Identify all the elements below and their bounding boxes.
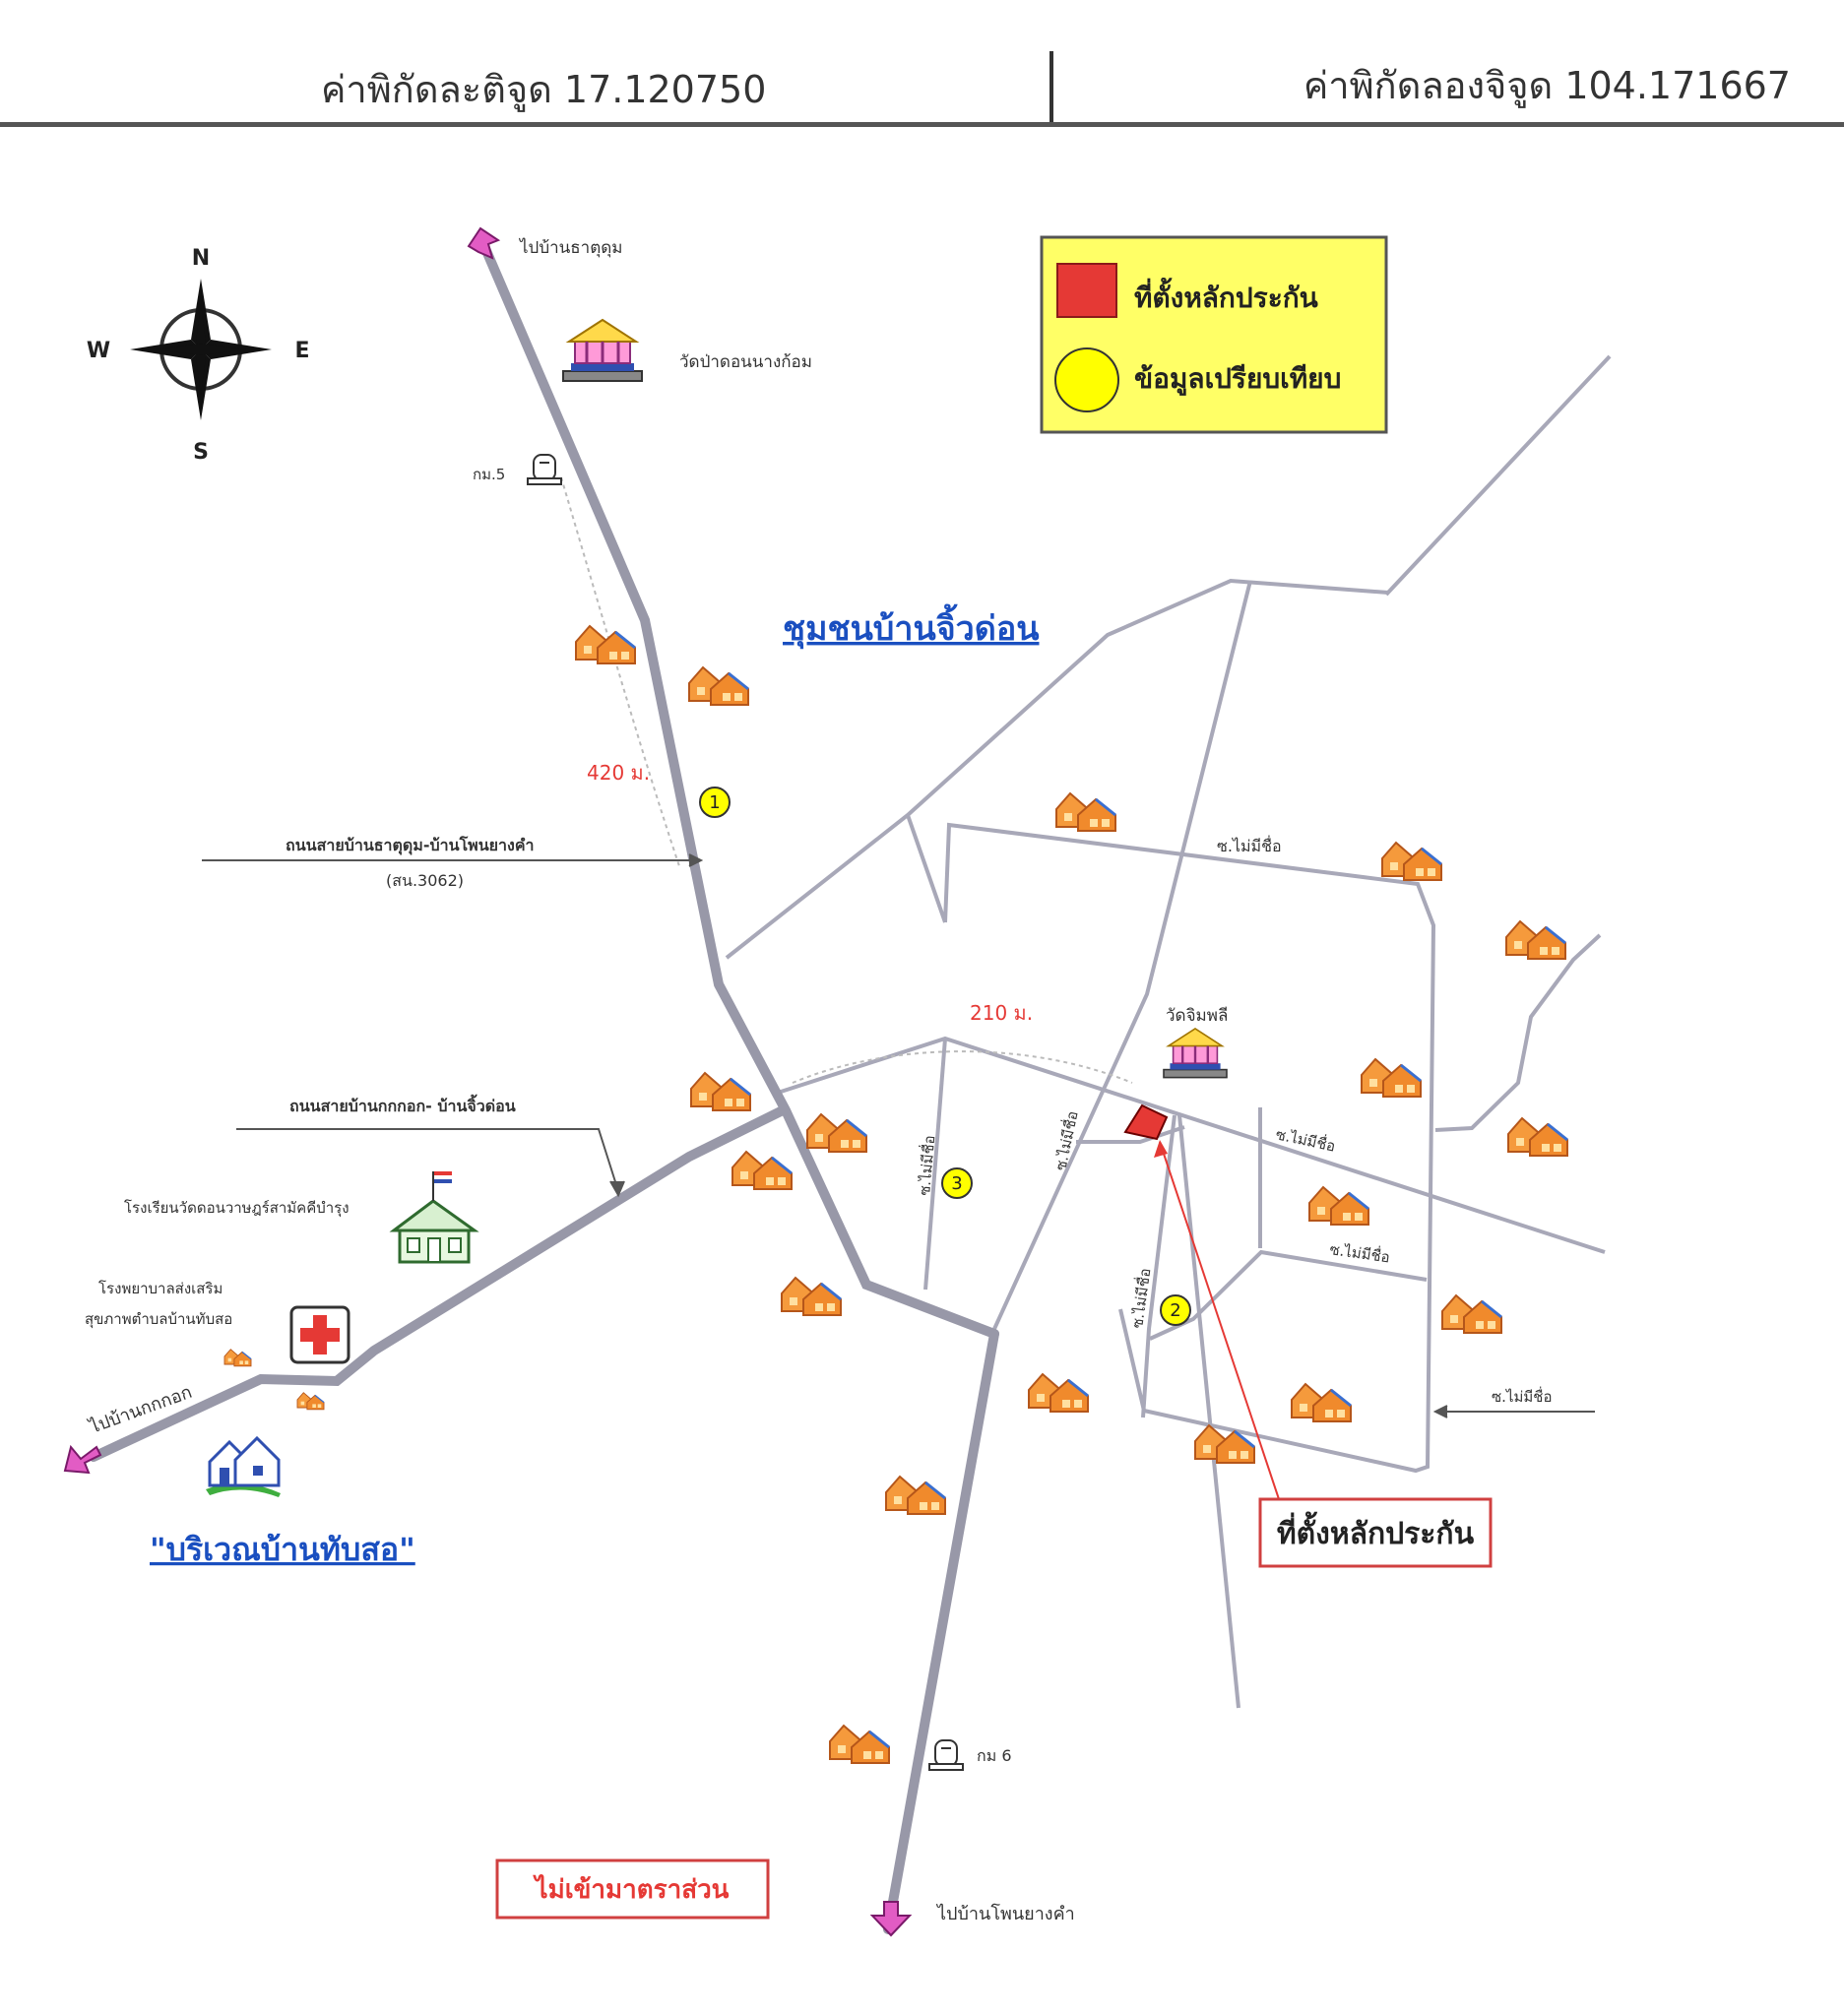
collateral-callout: ที่ตั้งหลักประกัน <box>1277 1511 1475 1551</box>
km-post-icon <box>928 1739 964 1771</box>
compass-south: S <box>193 440 209 465</box>
label-km6: กม 6 <box>977 1746 1012 1765</box>
label-dist-420: 420 ม. <box>587 761 650 785</box>
direction-arrows <box>63 226 913 1937</box>
west-arrow-icon <box>63 1444 102 1475</box>
hospital-icon <box>289 1305 350 1364</box>
label-school: โรงเรียนวัดดอนวาษฎร์สามัคคีบำรุง <box>124 1199 350 1218</box>
comparison-label-2: 2 <box>1170 1300 1180 1321</box>
label-road-main: ถนนสายบ้านธาตุดุม-บ้านโพนยางคำ <box>286 835 535 855</box>
compass-rose-icon: N S E W <box>87 246 310 465</box>
not-to-scale-box: ไม่เข้ามาตราส่วน <box>495 1858 770 1920</box>
main-roads <box>89 241 999 1934</box>
compass-east: E <box>294 339 309 363</box>
map-legend: ที่ตั้งหลักประกัน ข้อมูลเปรียบเทียบ <box>1040 235 1388 434</box>
longitude-label: ค่าพิกัดลองจิจูด 104.171667 <box>1303 64 1791 107</box>
label-dist-210: 210 ม. <box>970 1001 1033 1025</box>
label-community: ชุมชนบ้านจิ้วด่อน <box>783 603 1039 650</box>
compass-west: W <box>87 339 110 363</box>
compass-north: N <box>192 246 210 271</box>
comparison-legend-icon <box>1054 347 1119 412</box>
comparison-label-1: 1 <box>709 792 720 813</box>
comparison-point-2 <box>1160 1294 1191 1326</box>
houses <box>223 624 1569 1765</box>
temple-icon <box>561 318 644 383</box>
legend-comparison-label: ข้อมูลเปรียบเทียบ <box>1134 362 1341 396</box>
label-temple-top: วัดป่าดอนนางก้อม <box>679 352 812 372</box>
comparison-label-3: 3 <box>951 1173 962 1194</box>
label-not-scale: ไม่เข้ามาตราส่วน <box>533 1873 730 1905</box>
collateral-legend-icon <box>1056 263 1117 318</box>
collateral-marker: ที่ตั้งหลักประกัน <box>1123 1103 1493 1568</box>
label-hospital-1: โรงพยาบาลส่งเสริม <box>98 1280 223 1297</box>
map-header: ค่าพิกัดละติจูด 17.120750 ค่าพิกัดลองจิจ… <box>0 0 1844 128</box>
village-icon <box>206 1435 281 1497</box>
label-road-second: ถนนสายบ้านกกกอก- บ้านจิ้วด่อน <box>289 1094 516 1115</box>
comparison-point-1 <box>699 787 731 818</box>
dimension-lines <box>560 476 1133 1084</box>
label-km5: กม.5 <box>473 466 505 483</box>
header-rule <box>0 122 1844 127</box>
comparison-point-3 <box>941 1167 973 1199</box>
comparison-points: 1 2 3 <box>699 787 1191 1326</box>
label-to-north: ไปบ้านธาตุดุม <box>518 237 623 258</box>
road-pointers <box>202 853 1595 1418</box>
south-arrow-icon <box>869 1901 913 1937</box>
minor-roads <box>725 354 1612 1709</box>
label-hospital-2: สุขภาพตำบลบ้านทับสอ <box>85 1310 232 1329</box>
north-arrow-icon <box>467 226 501 260</box>
map-labels: ไปบ้านธาตุดุม วัดป่าดอนนางก้อม กม.5 ชุมช… <box>85 237 1552 1924</box>
label-unnamed-2: ซ.ไม่มีชื่อ <box>1274 1123 1337 1155</box>
latitude-label: ค่าพิกัดละติจูด 17.120750 <box>321 68 767 111</box>
label-road-main-code: (สน.3062) <box>386 871 464 890</box>
label-village-area: "บริเวณบ้านทับสอ" <box>150 1531 415 1568</box>
label-unnamed-3: ซ.ไม่มีชื่อ <box>1328 1238 1391 1266</box>
legend-collateral-label: ที่ตั้งหลักประกัน <box>1134 277 1318 314</box>
label-unnamed-4: ซ.ไม่มีชื่อ <box>1492 1386 1552 1406</box>
header-divider <box>1049 51 1053 124</box>
km-post-icon <box>527 454 562 485</box>
label-temple-mid: วัดจิมพลี <box>1166 1006 1228 1026</box>
label-unnamed-1: ซ.ไม่มีชื่อ <box>1217 835 1282 855</box>
label-to-south: ไปบ้านโพนยางคำ <box>935 1903 1075 1924</box>
school-icon <box>389 1171 479 1264</box>
temple-icon <box>1162 1027 1229 1079</box>
